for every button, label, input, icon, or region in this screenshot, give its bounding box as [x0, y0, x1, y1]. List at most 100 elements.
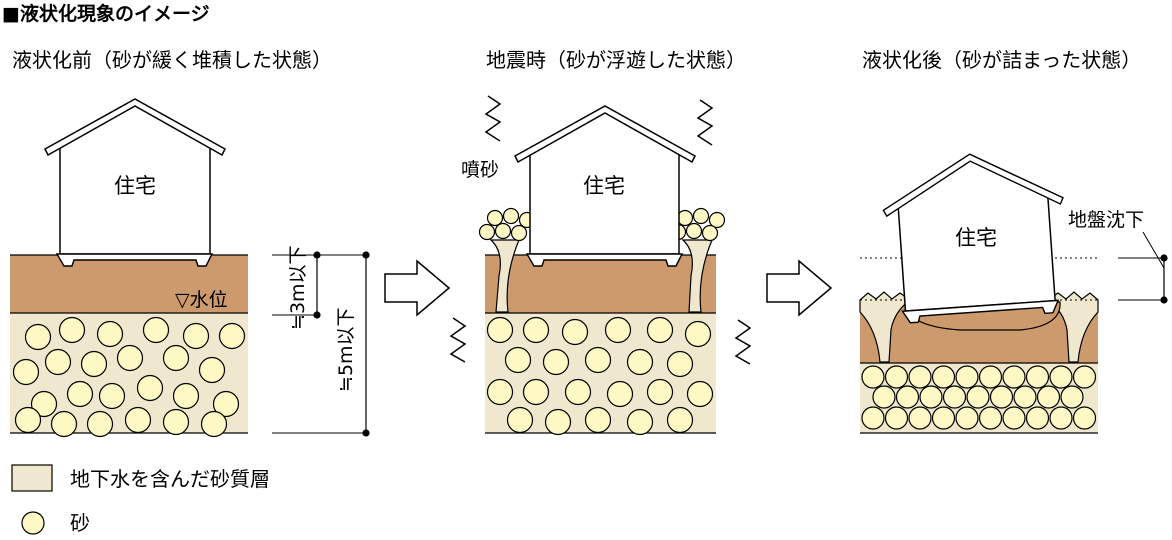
sand-grain: [966, 385, 990, 409]
sand-grain: [162, 408, 190, 436]
sand-grain: [1002, 365, 1026, 389]
sand-grain: [931, 365, 956, 389]
sand-grain: [584, 346, 612, 374]
house-label: 住宅: [114, 174, 156, 198]
sand-grain: [486, 378, 514, 406]
sand-grain: [1072, 365, 1097, 389]
sand-grain: [606, 380, 634, 408]
sand-grain: [1060, 385, 1084, 409]
sand-grain: [522, 378, 550, 406]
sand-grain: [544, 408, 572, 436]
sand-grain: [1072, 406, 1097, 430]
sand-grain: [955, 406, 979, 430]
sand-grain: [666, 406, 694, 434]
sand-boil-vents: [489, 239, 713, 313]
settlement-label: 地盤沈下: [1068, 209, 1144, 231]
sand-grains-packed: [861, 365, 1097, 430]
sand-grain: [919, 385, 943, 409]
legend-sand-swatch: [21, 511, 45, 535]
panel-title-before: 液状化前（砂が緩く堆積した状態）: [12, 48, 332, 72]
sand-grain: [1036, 385, 1061, 409]
soil-layer: [10, 255, 248, 313]
sand-grain: [861, 365, 885, 389]
sand-grain: [931, 406, 956, 430]
sand-grain: [1025, 406, 1050, 430]
sand-grain: [486, 316, 514, 344]
sand-grain: [884, 365, 909, 389]
quake-icon: [449, 95, 752, 365]
sand-grain: [12, 358, 40, 386]
sand-grain: [486, 209, 504, 227]
sand-grain: [504, 346, 532, 374]
sand-grain: [908, 365, 932, 389]
sand-grain: [162, 344, 190, 372]
sand-grain: [686, 380, 714, 408]
sand-grain: [510, 224, 528, 242]
sand-boil-label: 噴砂: [461, 159, 499, 181]
sand-grain: [1049, 365, 1073, 389]
sand-grain: [58, 316, 86, 344]
panel-before: 住宅 ▽水位 ≒3m以下 ≒5m以下: [10, 98, 370, 438]
sand-grain: [955, 365, 979, 389]
sand-grain: [96, 320, 124, 348]
sand-grain: [872, 385, 896, 409]
sand-grain: [478, 223, 496, 241]
sand-grain: [626, 348, 654, 376]
sand-grain: [502, 207, 520, 225]
legend-sand-layer-swatch: [11, 464, 53, 492]
house-label: 住宅: [955, 226, 997, 250]
sand-grain: [685, 222, 703, 240]
house-during: 住宅: [514, 105, 696, 267]
depth-dimensions: ≒3m以下 ≒5m以下: [272, 245, 370, 437]
sand-grain: [136, 374, 164, 402]
sand-grain: [182, 322, 210, 350]
sand-grain: [30, 390, 58, 418]
sand-grain: [66, 380, 94, 408]
sand-grain: [942, 385, 967, 409]
sand-grain: [895, 385, 920, 409]
dim-5m-label: ≒5m以下: [335, 307, 357, 392]
sand-grain: [14, 406, 42, 434]
sand-grain: [98, 382, 126, 410]
panel-title-during: 地震時（砂が浮遊した状態）: [486, 48, 746, 72]
sand-grain: [989, 385, 1014, 409]
arrow-right-icon: [384, 259, 451, 317]
sand-grain: [1025, 365, 1050, 389]
panel-after: 住宅 地盤沈下: [859, 153, 1168, 434]
legend-sand-layer-label: 地下水を含んだ砂質層: [70, 467, 270, 491]
sand-grain: [80, 350, 108, 378]
legend: 地下水を含んだ砂質層 砂: [11, 464, 270, 535]
settlement-dimension: 地盤沈下: [1068, 209, 1168, 304]
arrow-right-icon: [766, 259, 833, 317]
sand-grain: [86, 410, 114, 438]
house-after: [882, 153, 1064, 324]
sand-grain: [218, 322, 246, 350]
water-level-label: ▽水位: [175, 289, 228, 311]
sand-grain: [494, 222, 512, 240]
sand-grain: [116, 344, 144, 372]
sand-grain: [564, 378, 592, 406]
house-before: 住宅: [44, 98, 226, 267]
sand-grain: [200, 410, 228, 438]
sand-grain: [50, 410, 78, 438]
sand-grain: [646, 316, 674, 344]
legend-sand-label: 砂: [70, 511, 90, 535]
sand-grain: [708, 211, 726, 229]
sand-grain: [506, 406, 534, 434]
sand-grain: [24, 323, 52, 351]
sand-grain: [978, 406, 1003, 430]
sand-grain: [978, 365, 1003, 389]
dim-3m-label: ≒3m以下: [287, 245, 309, 330]
sand-grain: [522, 316, 550, 344]
sand-grain: [1002, 406, 1026, 430]
sand-cones: [859, 291, 1099, 363]
sand-grain: [666, 350, 694, 378]
sand-grain: [908, 406, 932, 430]
sand-grain: [692, 207, 710, 225]
sand-grain: [172, 382, 200, 410]
soil-layer: [485, 255, 716, 313]
sand-grain: [584, 406, 612, 434]
sand-grain: [542, 348, 570, 376]
sand-grain: [604, 316, 632, 344]
